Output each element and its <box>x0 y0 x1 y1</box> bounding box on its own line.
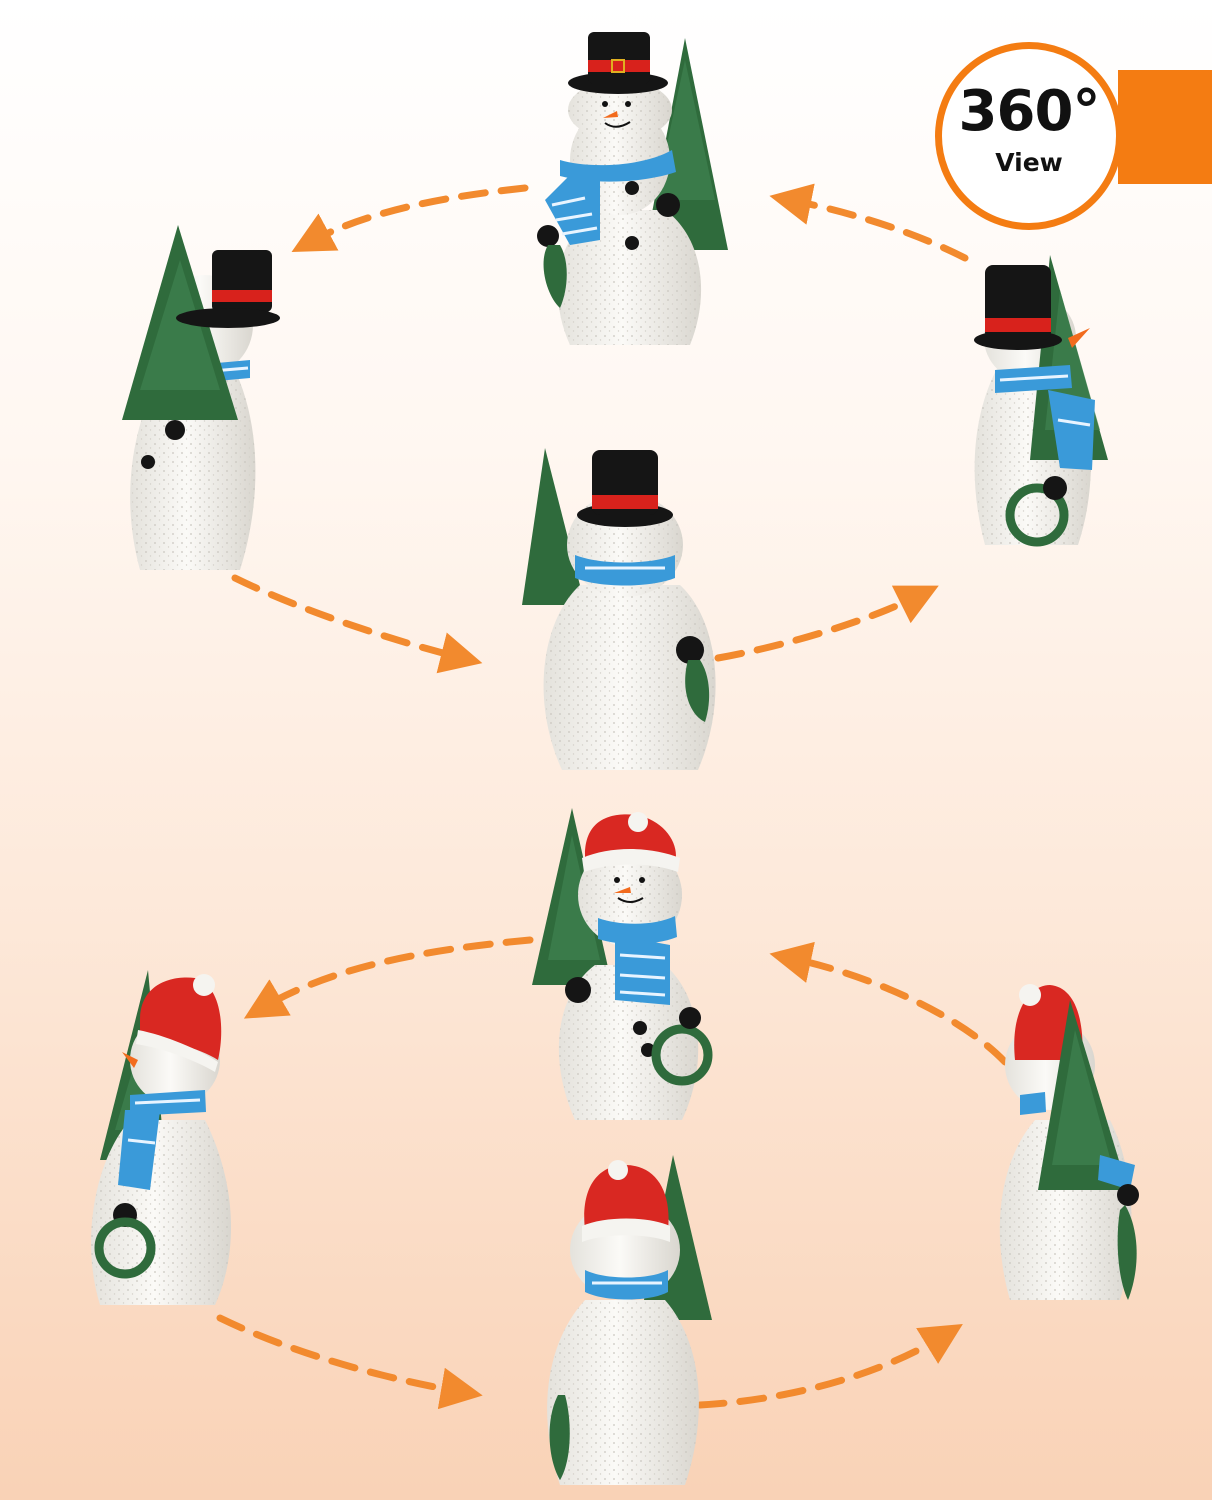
arrow-icon <box>243 936 534 1019</box>
snowman-santa-hat-front <box>532 808 713 1120</box>
snowman-top-hat-left-side <box>122 225 280 570</box>
rotation-arrows-santa-hat <box>216 936 1009 1410</box>
arrow-icon <box>769 941 1009 1066</box>
badge-view-text: View <box>995 148 1063 177</box>
snowman-top-hat-right-side <box>974 255 1108 547</box>
arrow-icon <box>714 585 939 662</box>
snowman-santa-hat-back <box>547 1155 712 1485</box>
arrow-icon <box>769 183 969 262</box>
badge-degree-text: 360° <box>958 79 1101 144</box>
rotation-arrows-top-hat <box>231 183 969 674</box>
snowman-top-hat-back <box>522 448 716 770</box>
snowman-santa-hat-right-side <box>999 984 1139 1300</box>
arrow-icon <box>696 1324 963 1409</box>
arrow-icon <box>216 1314 483 1410</box>
snowman-top-hat-front <box>537 32 728 345</box>
badge-tab <box>1118 70 1212 184</box>
arrow-icon <box>291 184 529 252</box>
view-360-badge <box>935 42 1123 230</box>
arrow-icon <box>231 574 483 674</box>
snowman-santa-hat-left-side <box>91 970 232 1305</box>
